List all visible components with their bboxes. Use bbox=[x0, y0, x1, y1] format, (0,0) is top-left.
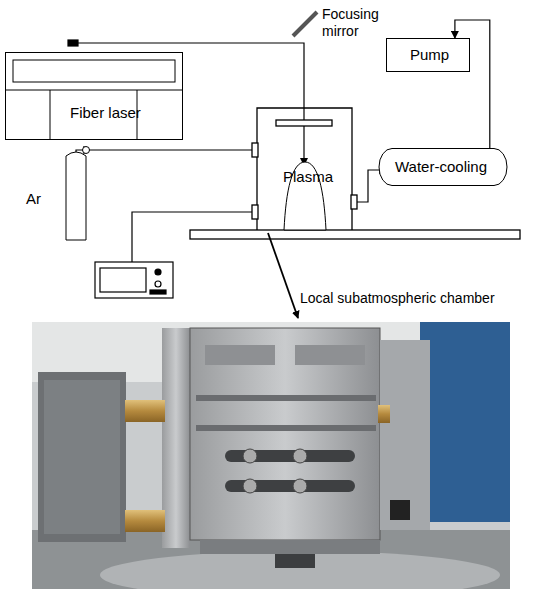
pump-box: Pump bbox=[386, 38, 470, 72]
laser-box-outline bbox=[5, 52, 183, 140]
node-label: Plasma bbox=[283, 168, 333, 185]
photo-caption: Local subatmospheric chamber bbox=[300, 290, 530, 307]
focusing-mirror bbox=[293, 12, 317, 36]
plasma-plume: Plasma bbox=[282, 160, 328, 230]
gas-line bbox=[76, 146, 252, 154]
gas-valve bbox=[83, 147, 90, 154]
water-cooling-tank: Water-cooling bbox=[378, 148, 508, 186]
node-label: Fiber laser bbox=[70, 104, 141, 121]
leader-arrow bbox=[268, 233, 298, 318]
argon-cylinder: Ar bbox=[26, 150, 88, 242]
chamber-schematic bbox=[190, 108, 520, 239]
chamber-photo bbox=[32, 322, 510, 589]
pipe-connector bbox=[455, 20, 490, 148]
node-label: Pump bbox=[410, 46, 449, 63]
mirror-label: Focusing mirror bbox=[322, 6, 402, 40]
node-label: Water-cooling bbox=[395, 158, 487, 175]
node-label: Ar bbox=[26, 190, 41, 207]
laser-box: Fiber laser bbox=[5, 52, 183, 140]
vacuum-controller bbox=[95, 212, 252, 298]
